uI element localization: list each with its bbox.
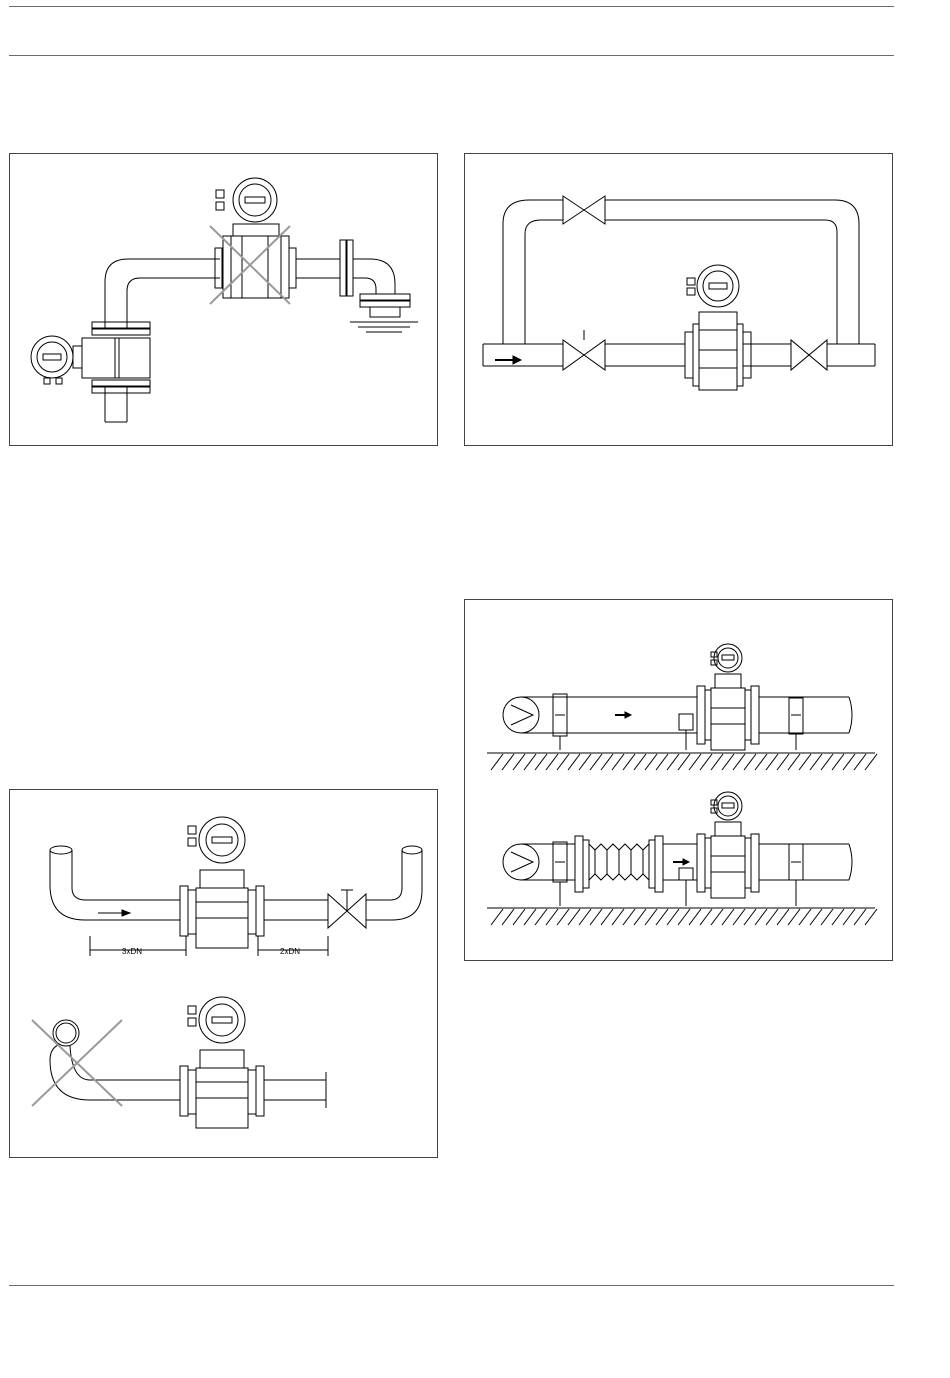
- hatch-line: [612, 909, 624, 925]
- hatch-line: [623, 754, 635, 770]
- hatch-line: [634, 909, 646, 925]
- hatch-line: [645, 909, 657, 925]
- hatch-line: [502, 754, 514, 770]
- hatch-line: [513, 754, 525, 770]
- hatch-line: [491, 754, 503, 770]
- hatch-line: [755, 754, 767, 770]
- hatch-line: [667, 909, 679, 925]
- hatch-line: [854, 754, 866, 770]
- hatch-line: [788, 754, 800, 770]
- footer-rule: [9, 1285, 894, 1286]
- hatch-line: [744, 909, 756, 925]
- hatch-line: [689, 754, 701, 770]
- hatch-line: [579, 909, 591, 925]
- pipe-bend-outer: [105, 259, 220, 329]
- hatch-line: [766, 754, 778, 770]
- hatch-line: [832, 754, 844, 770]
- hatch-line: [557, 754, 569, 770]
- hatch-line: [733, 754, 745, 770]
- hatch-line: [513, 909, 525, 925]
- ground-hatch-upper: [491, 754, 877, 770]
- hatch-line: [667, 754, 679, 770]
- figure-3-inlet-outlet-runs: 3xDN 2xDN: [9, 789, 438, 1158]
- cross-not-recommended-icon: [32, 1020, 122, 1106]
- figure-3-drawing: 3xDN 2xDN: [10, 790, 439, 1159]
- hatch-line: [645, 754, 657, 770]
- figure-2-bypass-installation: [464, 153, 893, 446]
- hatch-line: [766, 909, 778, 925]
- hatch-line: [865, 909, 877, 925]
- hatch-line: [546, 909, 558, 925]
- hatch-line: [678, 909, 690, 925]
- hatch-line: [711, 909, 723, 925]
- pipe-bend-inner: [127, 278, 220, 329]
- hatch-line: [678, 754, 690, 770]
- hatch-line: [601, 909, 613, 925]
- hatch-line: [832, 909, 844, 925]
- ground-hatch-lower: [491, 909, 877, 925]
- hatch-line: [535, 909, 547, 925]
- figure-1-drawing: [10, 154, 439, 447]
- hatch-line: [722, 754, 734, 770]
- hatch-line: [843, 909, 855, 925]
- hatch-line: [821, 754, 833, 770]
- hatch-line: [733, 909, 745, 925]
- hatch-line: [843, 754, 855, 770]
- hatch-line: [689, 909, 701, 925]
- hatch-line: [711, 754, 723, 770]
- dimension-label-inlet: 3xDN: [122, 947, 142, 956]
- hatch-line: [568, 909, 580, 925]
- hatch-line: [568, 754, 580, 770]
- hatch-line: [854, 909, 866, 925]
- hatch-line: [656, 754, 668, 770]
- hatch-line: [612, 754, 624, 770]
- figure-2-drawing: [465, 154, 894, 447]
- hatch-line: [722, 909, 734, 925]
- hatch-line: [524, 909, 536, 925]
- valve-bypass-icon: [563, 196, 605, 224]
- hatch-line: [810, 754, 822, 770]
- hatch-line: [777, 754, 789, 770]
- valve-right-icon: [791, 340, 827, 370]
- hatch-line: [865, 754, 877, 770]
- figure-1-downpipe-installation: [9, 153, 438, 446]
- figure-4-drawing: [465, 600, 894, 962]
- header-rule-bottom: [9, 55, 894, 56]
- hatch-line: [656, 909, 668, 925]
- valve-left-icon: [563, 340, 605, 370]
- hatch-line: [755, 909, 767, 925]
- hatch-line: [601, 754, 613, 770]
- dimension-label-outlet: 2xDN: [280, 947, 300, 956]
- hatch-line: [590, 754, 602, 770]
- hatch-line: [700, 754, 712, 770]
- figure-4-pipe-supports: [464, 599, 893, 961]
- hatch-line: [700, 909, 712, 925]
- hatch-line: [799, 909, 811, 925]
- hatch-line: [744, 754, 756, 770]
- hatch-line: [623, 909, 635, 925]
- hatch-line: [777, 909, 789, 925]
- hatch-line: [535, 754, 547, 770]
- hatch-line: [810, 909, 822, 925]
- hatch-line: [546, 754, 558, 770]
- hatch-line: [557, 909, 569, 925]
- header-rule-top: [9, 6, 894, 7]
- hatch-line: [579, 754, 591, 770]
- hatch-line: [590, 909, 602, 925]
- hatch-line: [502, 909, 514, 925]
- hatch-line: [634, 754, 646, 770]
- hatch-line: [524, 754, 536, 770]
- hatch-line: [788, 909, 800, 925]
- hatch-line: [799, 754, 811, 770]
- hatch-line: [491, 909, 503, 925]
- hatch-line: [821, 909, 833, 925]
